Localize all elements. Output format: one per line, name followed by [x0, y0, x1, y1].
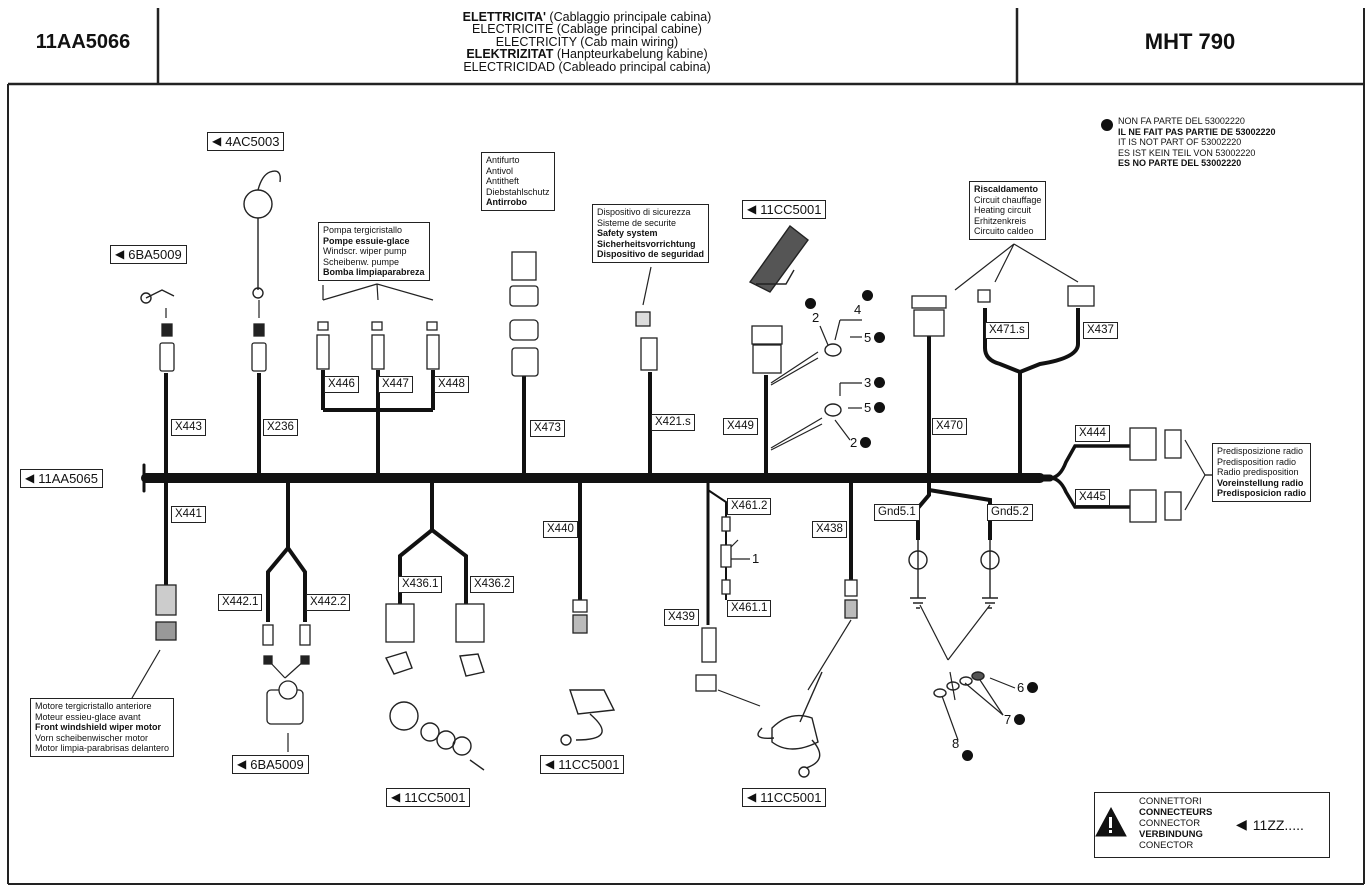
not-part-marker-icon — [862, 290, 873, 301]
leader-lines — [131, 243, 1206, 752]
frame — [7, 8, 1365, 885]
callout-2a: 2 — [812, 310, 820, 325]
not-part-marker-icon — [962, 750, 973, 761]
reference-11cc5001-bottom-2[interactable]: ◀11CC5001 — [540, 755, 625, 774]
not-part-marker-icon — [1014, 714, 1026, 725]
reference-6ba5009-top[interactable]: ◀6BA5009 — [110, 245, 187, 264]
title-line: ELECTRICIDAD (Cableado principal cabina) — [463, 59, 711, 74]
reference-11cc5001-bottom-1[interactable]: ◀11CC5001 — [386, 788, 471, 807]
title-line: ELEKTRIZITAT (Hanpteurkabelung kabine) — [466, 47, 708, 62]
not-part-marker-icon — [874, 332, 886, 343]
callout-7: 7 — [1004, 712, 1026, 727]
reference-arrow-icon: ◀ — [25, 471, 35, 485]
title-line: ELECTRICITE (Cablage principal cabine) — [472, 22, 702, 37]
connector-x448[interactable]: X448 — [434, 376, 469, 393]
connector-x470[interactable]: X470 — [932, 418, 967, 435]
connector-x447[interactable]: X447 — [378, 376, 413, 393]
document-title: ELETTRICITA' (Cablaggio principale cabin… — [158, 0, 1016, 84]
reference-arrow-icon: ◀ — [391, 790, 401, 804]
title-line: ELETTRICITA' (Cablaggio principale cabin… — [462, 9, 712, 24]
callout-4: 4 — [854, 302, 862, 317]
connector-x440[interactable]: X440 — [543, 521, 578, 538]
connector-x445[interactable]: X445 — [1075, 489, 1110, 506]
connector-x442-2[interactable]: X442.2 — [306, 594, 351, 611]
callout-3: 3 — [864, 375, 886, 390]
reference-11cc5001-bottom-3[interactable]: ◀11CC5001 — [742, 788, 827, 807]
connector-x461-1[interactable]: X461.1 — [727, 600, 772, 617]
reference-arrow-icon: ◀ — [1236, 816, 1247, 832]
reference-4ac5003[interactable]: ◀4AC5003 — [207, 132, 285, 151]
reference-arrow-icon: ◀ — [545, 757, 555, 771]
lower-branches — [164, 444, 1130, 625]
connector-x442-1[interactable]: X442.1 — [218, 594, 263, 611]
reference-11cc5001-top[interactable]: ◀11CC5001 — [742, 200, 827, 219]
not-part-marker-icon — [1101, 119, 1113, 131]
reference-arrow-icon: ◀ — [747, 202, 757, 216]
reference-arrow-icon: ◀ — [237, 757, 247, 771]
connector-legend — [1094, 792, 1330, 858]
connector-x461-2[interactable]: X461.2 — [727, 498, 772, 515]
connector-x444[interactable]: X444 — [1075, 425, 1110, 442]
connector-x439[interactable]: X439 — [664, 609, 699, 626]
connector-x236[interactable]: X236 — [263, 419, 298, 436]
reference-6ba5009-bottom[interactable]: ◀6BA5009 — [232, 755, 309, 774]
document-code: 11AA5066 — [35, 30, 131, 53]
callout-5b: 5 — [864, 400, 886, 415]
connector-x421s[interactable]: X421.s — [651, 414, 695, 431]
ground-gnd5-2[interactable]: Gnd5.2 — [987, 504, 1033, 521]
not-part-marker-icon — [874, 402, 886, 413]
not-part-marker-icon — [805, 298, 816, 309]
connector-x473[interactable]: X473 — [530, 420, 565, 437]
connector-bodies — [155, 251, 1182, 725]
connector-x438[interactable]: X438 — [812, 521, 847, 538]
connector-x449[interactable]: X449 — [723, 418, 758, 435]
warning-triangle-icon — [1095, 806, 1127, 837]
reference-arrow-icon: ◀ — [747, 790, 757, 804]
not-part-legend: NON FA PARTE DEL 53002220 IL NE FAIT PAS… — [1118, 116, 1276, 169]
callout-6: 6 — [1017, 680, 1039, 695]
connector-x471s[interactable]: X471.s — [985, 322, 1029, 339]
ground-gnd5-1[interactable]: Gnd5.1 — [874, 504, 920, 521]
callout-2b: 2 — [850, 435, 872, 450]
device-sketches — [140, 170, 1215, 778]
model-name: MHT 790 — [1144, 29, 1236, 54]
connector-x437[interactable]: X437 — [1083, 322, 1118, 339]
main-trunk — [141, 463, 1054, 493]
title-line: ELECTRICITY (Cab main wiring) — [495, 34, 679, 49]
reference-arrow-icon: ◀ — [115, 247, 125, 261]
connector-x441[interactable]: X441 — [171, 506, 206, 523]
callout-8: 8 — [952, 736, 960, 751]
not-part-marker-icon — [1027, 682, 1039, 693]
connector-legend-lines: CONNETTORI CONNECTEURS CONNECTOR VERBIND… — [1139, 796, 1213, 851]
not-part-marker-icon — [860, 437, 872, 448]
connector-x436-2[interactable]: X436.2 — [470, 576, 515, 593]
reference-arrow-icon: ◀ — [212, 134, 222, 148]
connector-x443[interactable]: X443 — [171, 419, 206, 436]
callout-1: 1 — [752, 551, 760, 566]
callout-5a: 5 — [864, 330, 886, 345]
reference-main-harness[interactable]: ◀11AA5065 — [20, 469, 103, 488]
connector-x436-1[interactable]: X436.1 — [398, 576, 443, 593]
not-part-marker-icon — [874, 377, 886, 388]
connector-legend-ref[interactable]: ◀11ZZ..... — [1236, 816, 1304, 833]
connector-x446[interactable]: X446 — [324, 376, 359, 393]
